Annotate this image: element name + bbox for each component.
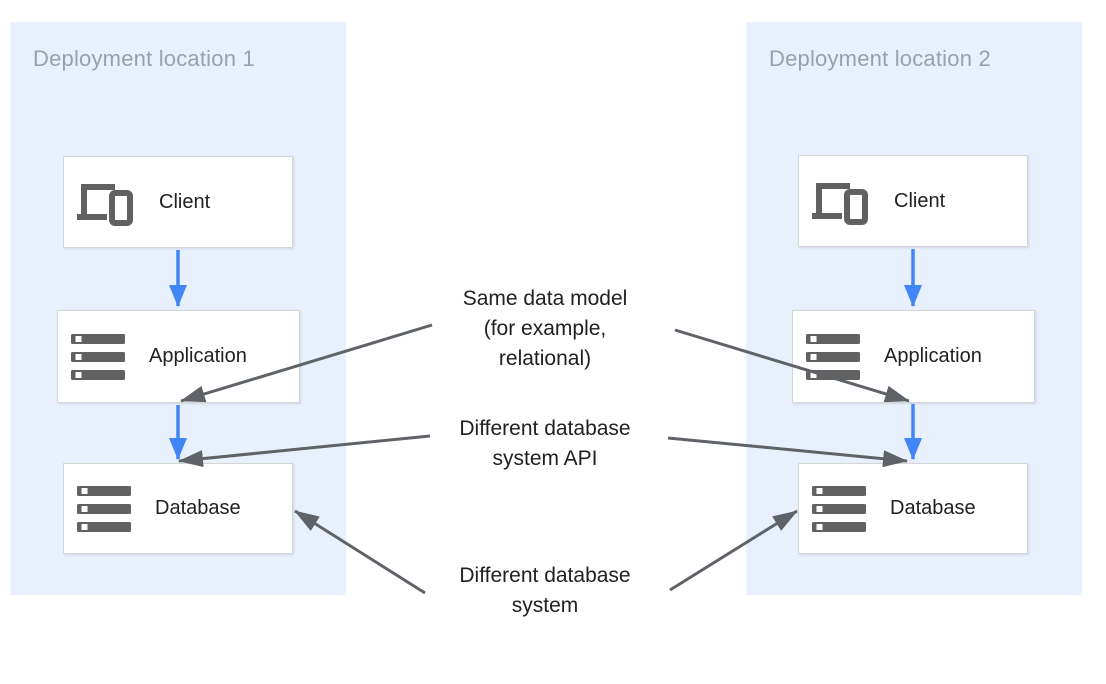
annotation-different-database-system: Different database system xyxy=(459,564,631,617)
node-label: Application xyxy=(884,345,982,367)
node-label: Client xyxy=(159,190,211,213)
deployment-location-2-panel: Deployment location 2 Client xyxy=(746,22,1082,595)
storage-icon xyxy=(77,485,131,532)
node-label: Database xyxy=(155,497,241,519)
database-node-2: Database xyxy=(798,463,1028,554)
devices-icon xyxy=(77,184,133,226)
devices-icon xyxy=(812,183,868,225)
node-label: Application xyxy=(149,345,247,367)
node-label: Database xyxy=(890,497,976,519)
client-node-1: Client xyxy=(63,156,293,248)
storage-icon xyxy=(806,333,860,380)
storage-icon xyxy=(812,485,866,532)
annotation-different-database-system-api: Different database system API xyxy=(459,417,631,470)
application-node-2: Application xyxy=(792,310,1035,403)
panel-title: Deployment location 1 xyxy=(33,46,255,71)
application-node-1: Application xyxy=(57,310,300,403)
panel-title: Deployment location 2 xyxy=(769,46,991,71)
client-node-2: Client xyxy=(798,155,1028,247)
storage-icon xyxy=(71,333,125,380)
database-node-1: Database xyxy=(63,463,293,554)
deployment-location-1-panel: Deployment location 1 Client xyxy=(10,22,346,595)
node-label: Client xyxy=(894,189,946,212)
annotation-same-data-model: Same data model (for example, relational… xyxy=(462,287,628,370)
